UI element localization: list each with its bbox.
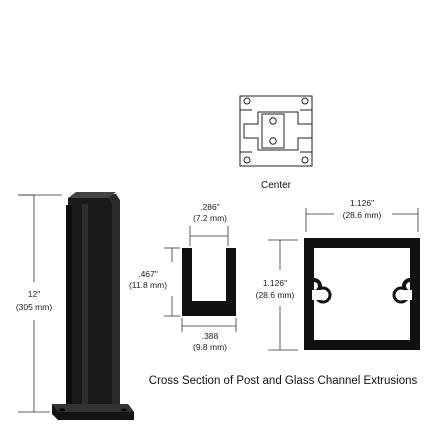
channel-outer-width-inch: .388 [202,331,219,341]
center-plate-hole-bottom [269,137,277,145]
channel-dimensions [164,226,237,332]
channel-opening-mm: (7.2 mm) [193,213,227,223]
post-cross-section [304,238,420,350]
channel-depth-mm: (11.8 mm) [129,280,167,290]
glass-channel-section [182,248,236,316]
post-height-dimension [18,194,62,413]
post-illustration [52,192,134,420]
center-plate-outline [239,95,313,167]
channel-opening-inch: .286" [200,202,220,212]
post-section-height-mm: (28.6 mm) [256,290,295,300]
center-plate-profile [243,111,313,151]
screw-hole-icon [243,156,251,164]
post-height-mm: (305 mm) [16,302,53,312]
post-section-dimensions [268,208,419,351]
screw-hole-icon [301,156,309,164]
post-section-width-mm: (28.6 mm) [343,210,382,220]
center-label: Center [261,180,292,191]
screw-hole-icon [301,97,309,105]
diagram-caption: Cross Section of Post and Glass Channel … [149,375,418,387]
center-plate-diagram [239,95,313,167]
channel-outer-width-mm: (9.8 mm) [193,342,227,352]
post-height-inch: 12" [28,289,40,299]
post-section-width-inch: 1.126" [350,198,374,208]
center-plate-core [261,113,285,149]
post-section-height-inch: 1.126" [263,278,287,288]
screw-hole-icon [243,97,251,105]
center-plate-hole-top [269,117,277,125]
channel-depth-inch: .467" [138,269,158,279]
